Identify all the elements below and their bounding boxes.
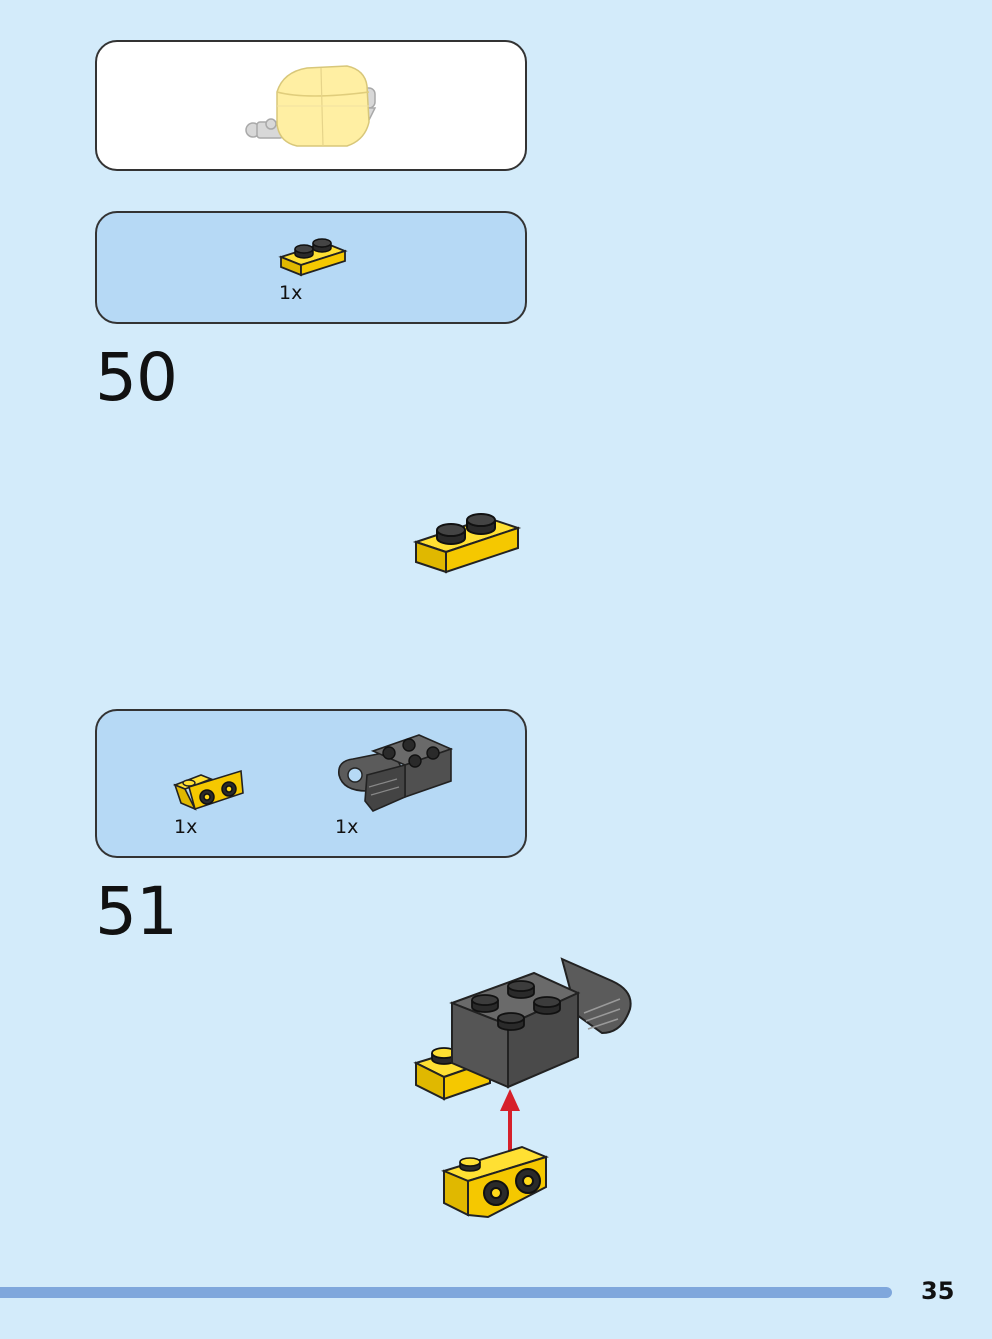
yellow-plate-1x2-build-icon — [412, 513, 522, 574]
footer-bar — [0, 1287, 892, 1298]
parts-list-step-50: 1x — [95, 211, 527, 324]
assembly-with-up-arrow-build-icon — [413, 957, 632, 1219]
step-number-50: 50 — [95, 339, 178, 416]
preview-panel — [95, 40, 527, 171]
part-quantity: 1x — [174, 816, 198, 838]
parts-list-step-51: 1x 1x — [95, 709, 527, 858]
step-number-51: 51 — [95, 873, 178, 950]
assembled-model-preview-icon — [245, 65, 377, 147]
yellow-plate-1x2-icon — [278, 238, 348, 277]
dark-gray-brick-with-ball-socket-icon — [337, 734, 453, 812]
yellow-bracket-1x2-icon — [172, 769, 244, 811]
part-quantity: 1x — [335, 816, 359, 838]
page-number: 35 — [921, 1277, 955, 1305]
part-quantity: 1x — [279, 282, 303, 304]
